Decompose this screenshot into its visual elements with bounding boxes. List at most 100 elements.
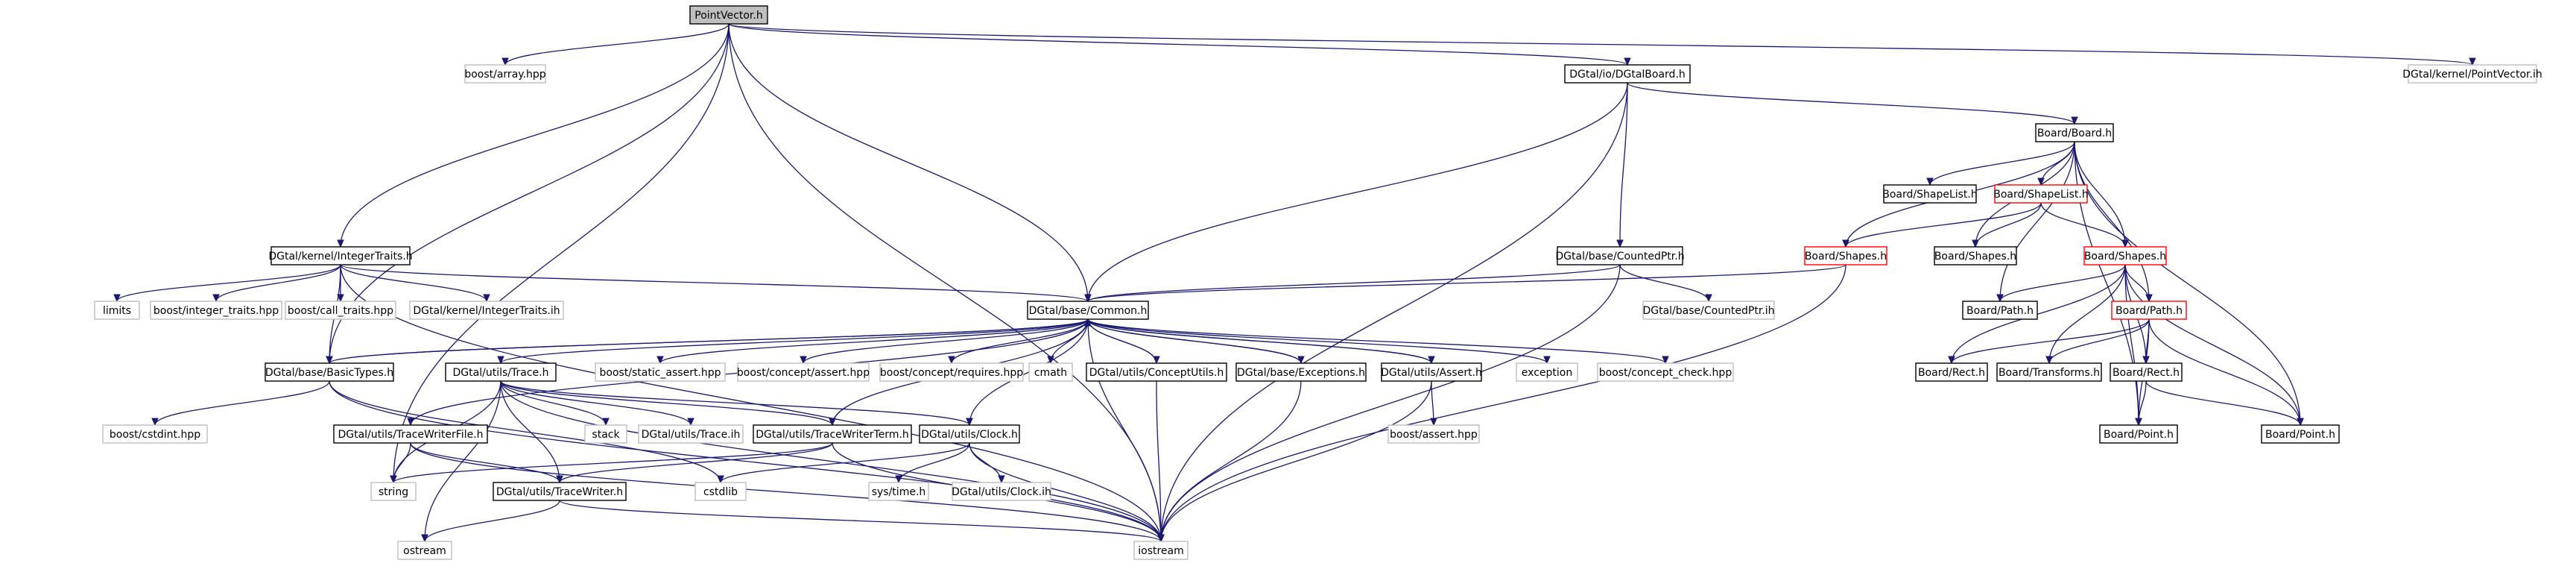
node-box [464,64,546,84]
node-label: DGtal/utils/ConceptUtils.h [1089,367,1224,379]
node-concept_check[interactable]: boost/concept_check.hpp [1597,362,1734,382]
node-label: boost/array.hpp [464,69,545,81]
node-label: iostream [1138,545,1184,557]
node-stack[interactable]: stack [584,424,627,444]
node-systime[interactable]: sys/time.h [868,482,929,501]
node-shapes_red_a[interactable]: Board/Shapes.h [1804,246,1887,265]
node-label: DGtal/utils/Trace.h [453,367,549,379]
node-countedptr_ih[interactable]: DGtal/base/CountedPtr.ih [1642,301,1775,320]
edge-trace-to-trace_ih [500,380,694,427]
node-box [689,5,768,25]
node-rect_b[interactable]: Board/Rect.h [2110,362,2183,382]
edge-countedptr-to-countedptr_ih [1619,264,1712,303]
node-label: Board/ShapeList.h [1993,189,2089,201]
node-box [1387,424,1480,444]
node-concept_requires[interactable]: boost/concept/requires.hpp [879,362,1024,382]
node-box [1996,362,2102,382]
node-shapelist_red[interactable]: Board/ShapeList.h [1993,184,2089,204]
edge-shapelist_red-to-shapes_red_a [1842,202,2042,248]
edge-exceptions-to-iostream [1157,380,1302,543]
node-iostream[interactable]: iostream [1133,541,1189,560]
node-label: boost/static_assert.hpp [599,367,721,379]
node-assert_h[interactable]: DGtal/utils/Assert.h [1381,362,1482,382]
node-rect_a[interactable]: Board/Rect.h [1915,362,1988,382]
node-cmath[interactable]: cmath [1028,362,1073,382]
node-trace_ih[interactable]: DGtal/utils/Trace.ih [638,424,744,444]
node-string[interactable]: string [370,482,417,501]
node-boost_assert[interactable]: boost/assert.hpp [1387,424,1480,444]
node-box [102,424,208,444]
edge-shapes_red_b-to-path_plain [1996,264,2126,303]
node-tracewriterfile[interactable]: DGtal/utils/TraceWriterFile.h [333,424,488,444]
edge-pointvector-to-boost_array [501,23,730,66]
node-shapes_red_b[interactable]: Board/Shapes.h [2083,246,2167,265]
node-clock[interactable]: DGtal/utils/Clock.h [919,424,1020,444]
edge-shapelist_red-to-shapes_plain [1972,202,2042,248]
node-box [1028,362,1073,382]
node-label: DGtal/utils/Clock.h [921,429,1018,441]
node-label: boost/assert.hpp [1390,429,1478,441]
node-exceptions[interactable]: DGtal/base/Exceptions.h [1235,362,1367,382]
node-box [1557,246,1683,265]
node-label: boost/cstdint.hpp [110,429,200,441]
node-box [2035,123,2114,142]
node-conceptutils[interactable]: DGtal/utils/ConceptUtils.h [1086,362,1227,382]
node-pointvector_ih[interactable]: DGtal/kernel/PointVector.ih [2402,64,2542,84]
edge-trace-to-iostream [500,380,1165,543]
edge-rect_b-to-point_b [2145,380,2304,427]
node-point_b[interactable]: Board/Point.h [2261,424,2340,444]
node-cstdint[interactable]: boost/cstdint.hpp [102,424,208,444]
node-box [2408,64,2537,84]
node-exception[interactable]: exception [1516,362,1578,382]
node-path_red[interactable]: Board/Path.h [2111,301,2187,320]
node-tracewriterterm[interactable]: DGtal/utils/TraceWriterTerm.h [753,424,912,444]
edge-shapelist_red-to-shapes_red_b [2040,202,2129,248]
node-box [409,301,564,320]
node-box [919,424,1020,444]
node-call_traits[interactable]: boost/call_traits.hpp [285,301,396,320]
node-label: ostream [403,545,446,557]
node-box [753,424,912,444]
edge-common-to-exception [1087,318,1551,365]
edge-exceptions-to-common [1084,318,1302,364]
edge-clock-to-systime [895,442,970,484]
node-label: DGtal/base/Common.h [1029,305,1148,317]
edge-integertraits-to-integertraits_ih [340,264,490,303]
node-cstdlib[interactable]: cstdlib [694,482,747,501]
edge-basictypes-to-common [329,318,1092,364]
node-tracewriter[interactable]: DGtal/utils/TraceWriter.h [493,482,627,501]
node-static_assert[interactable]: boost/static_assert.hpp [595,362,726,382]
node-shapes_plain[interactable]: Board/Shapes.h [1934,246,2017,265]
node-label: Board/Transforms.h [1999,367,2100,379]
node-common[interactable]: DGtal/base/Common.h [1027,301,1149,320]
node-ostream[interactable]: ostream [397,541,452,560]
node-box [285,301,396,320]
node-boost_array[interactable]: boost/array.hpp [464,64,546,84]
node-trace[interactable]: DGtal/utils/Trace.h [445,362,557,382]
node-integertraits_ih[interactable]: DGtal/kernel/IntegerTraits.ih [409,301,564,320]
node-box [868,482,929,501]
node-transforms[interactable]: Board/Transforms.h [1996,362,2102,382]
node-board_h[interactable]: Board/Board.h [2035,123,2114,142]
node-integertraits[interactable]: DGtal/kernel/IntegerTraits.h [268,246,413,265]
node-label: PointVector.h [694,10,762,22]
node-box [2110,362,2183,382]
node-label: boost/concept_check.hpp [1599,367,1732,379]
node-integer_traits[interactable]: boost/integer_traits.hpp [150,301,282,320]
node-point_a[interactable]: Board/Point.h [2099,424,2178,444]
node-concept_assert[interactable]: boost/concept/assert.hpp [737,362,870,382]
node-shapelist_plain[interactable]: Board/ShapeList.h [1882,184,1978,204]
node-dgtalboard[interactable]: DGtal/io/DGtalBoard.h [1564,64,1691,84]
node-countedptr[interactable]: DGtal/base/CountedPtr.h [1555,246,1685,265]
node-label: boost/integer_traits.hpp [154,305,279,317]
node-label: DGtal/base/CountedPtr.h [1555,251,1684,263]
node-limits[interactable]: limits [94,301,140,320]
edge-basictypes-to-cstdint [151,380,330,427]
node-clock_ih[interactable]: DGtal/utils/Clock.ih [952,482,1051,501]
node-path_plain[interactable]: Board/Path.h [1962,301,2038,320]
node-box [2111,301,2187,320]
node-pointvector[interactable]: PointVector.h [689,5,768,25]
node-basictypes[interactable]: DGtal/base/BasicTypes.h [265,362,394,382]
edge-shapes_red_a-to-common [1084,264,1846,303]
node-label: Board/ShapeList.h [1882,189,1978,201]
